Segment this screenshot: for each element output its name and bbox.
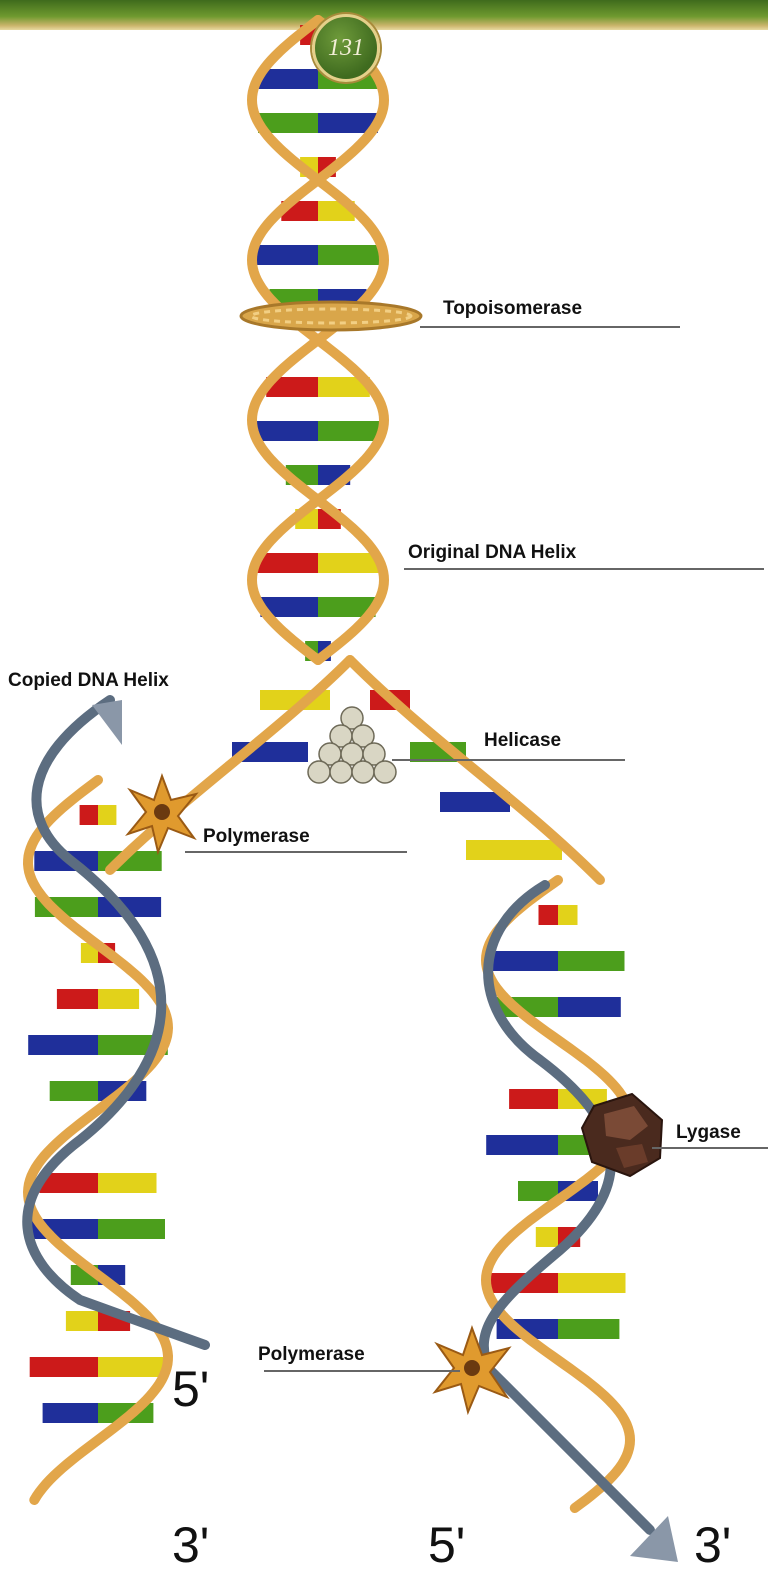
base-segment (28, 1035, 98, 1055)
base-segment (558, 1319, 619, 1339)
base-segment (318, 553, 380, 573)
base-segment (492, 951, 559, 971)
base-segment (98, 989, 139, 1009)
base-segment (318, 421, 383, 441)
base-segment (57, 989, 98, 1009)
base-segment (539, 905, 559, 925)
copied-helix-label: Copied DNA Helix (8, 670, 169, 692)
base-segment (80, 805, 98, 825)
base-segment (50, 1081, 98, 1101)
right-3-prime-label: 3' (694, 1516, 731, 1574)
base-segment (558, 1273, 626, 1293)
base-segment (486, 1135, 558, 1155)
polymerase-lower-leader-line (264, 1370, 460, 1372)
polymerase-upper-label: Polymerase (203, 826, 310, 848)
base-segment (253, 245, 319, 265)
base-segment (98, 805, 116, 825)
base-segment (66, 1311, 98, 1331)
base-segment (98, 1357, 166, 1377)
base-segment (98, 1219, 165, 1239)
base-segment (509, 1089, 558, 1109)
base-segment (318, 245, 384, 265)
helicase-sphere (330, 761, 352, 783)
helicase-sphere (308, 761, 330, 783)
base-segment (98, 1173, 157, 1193)
lygase-enzyme (582, 1094, 662, 1176)
base-segment (256, 553, 318, 573)
page-number-badge: 131 (312, 14, 380, 82)
base-segment (43, 1403, 98, 1423)
helicase-label: Helicase (484, 730, 561, 752)
base-segment (30, 1357, 98, 1377)
helicase-sphere (352, 761, 374, 783)
helicase-leader-line (392, 759, 625, 761)
base-segment (558, 997, 621, 1017)
topoisomerase-enzyme (241, 302, 421, 330)
arrowhead-left-strand (92, 700, 122, 745)
base-segment (536, 1227, 558, 1247)
lygase-label: Lygase (676, 1122, 741, 1144)
base-segment (253, 421, 318, 441)
polymerase-lower-label: Polymerase (258, 1344, 365, 1366)
polymerase-upper-leader-line (185, 851, 407, 853)
topoisomerase-label: Topoisomerase (443, 298, 582, 320)
original-helix-leader-line (404, 568, 764, 570)
page-number: 131 (328, 35, 364, 62)
free-base (466, 840, 562, 860)
topoisomerase-leader-line (420, 326, 680, 328)
helicase-enzyme (308, 707, 396, 783)
base-segment (558, 905, 578, 925)
right-5-prime-label: 5' (428, 1516, 465, 1574)
left-daughter-new-strand (27, 700, 205, 1345)
base-segment (558, 951, 625, 971)
left-3-prime-label: 3' (172, 1516, 209, 1574)
original-helix-label: Original DNA Helix (408, 542, 576, 564)
lygase-leader-line (652, 1147, 768, 1149)
left-5-prime-label: 5' (172, 1360, 209, 1418)
base-segment (518, 1181, 558, 1201)
helicase-sphere (374, 761, 396, 783)
